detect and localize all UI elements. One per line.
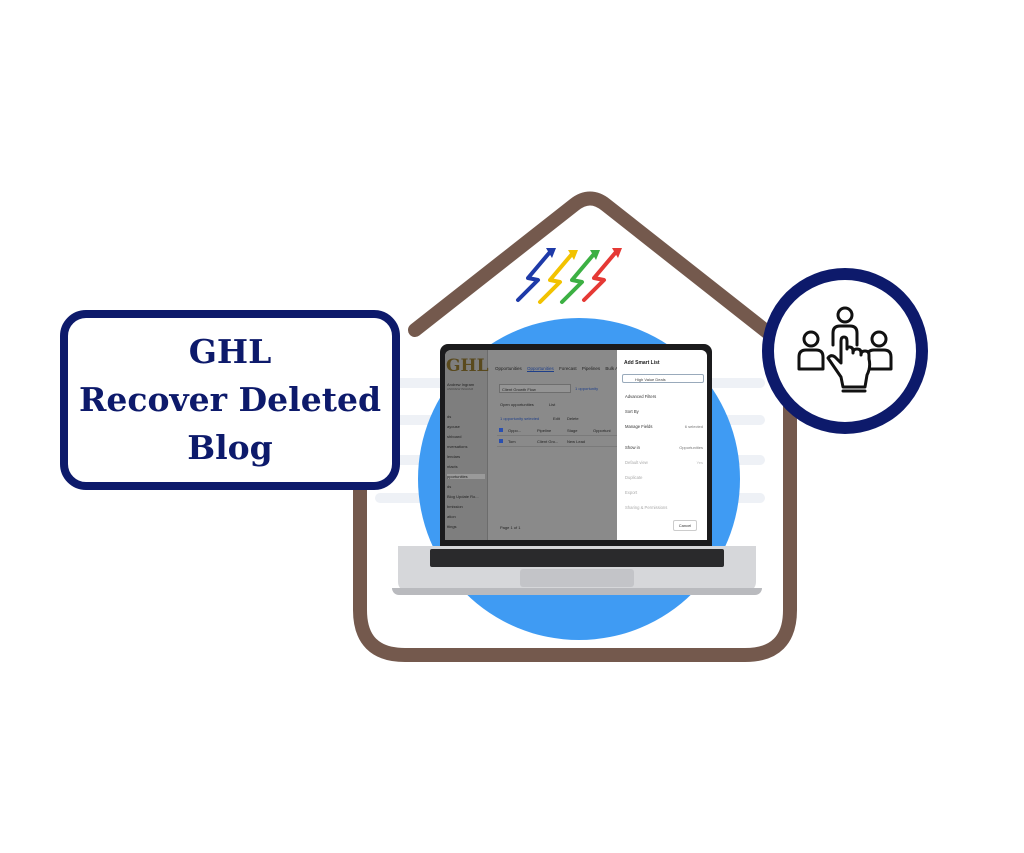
delete-link[interactable]: Delete <box>567 416 579 421</box>
duplicate-item[interactable]: Duplicate <box>625 475 643 480</box>
row-checkbox[interactable] <box>499 439 503 443</box>
show-in-item[interactable]: Show in <box>625 445 640 450</box>
header-checkbox[interactable] <box>499 428 503 432</box>
app-window: GHL Andrew Ingram ANDREW INGRAM ds ayous… <box>445 350 623 540</box>
growth-arrows-icon <box>516 248 622 304</box>
cell: Tom <box>508 439 516 444</box>
sidebar: GHL Andrew Ingram ANDREW INGRAM ds ayous… <box>445 350 489 540</box>
default-view-item[interactable]: Default view <box>625 460 648 465</box>
sharing-permissions-item[interactable]: Sharing & Permissions <box>625 505 668 510</box>
sort-by-item[interactable]: Sort By <box>625 409 639 414</box>
sidebar-item[interactable]: ttings <box>447 524 457 529</box>
panel-title: Add Smart List <box>624 360 660 366</box>
title-card: GHL Recover Deleted Blog <box>60 310 400 490</box>
smart-list-name-input[interactable]: High Value Deals <box>622 374 704 383</box>
account-name[interactable]: Andrew Ingram <box>447 382 475 387</box>
sidebar-item[interactable]: ds <box>447 414 452 419</box>
view-tab-list[interactable]: List <box>549 402 556 407</box>
title-line-2: Recover Deleted <box>78 380 382 419</box>
sidebar-item[interactable]: lendars <box>447 454 461 459</box>
table-row[interactable]: Tom Client Gro... New Lead <box>497 437 621 447</box>
pagination: Page 1 of 1 <box>500 525 521 530</box>
title-line-1: GHL <box>188 332 272 371</box>
default-view-value: Yes <box>696 460 703 465</box>
cancel-button[interactable]: Cancel <box>673 520 697 531</box>
edit-link[interactable]: Edit <box>553 416 560 421</box>
tab-bulk-actions[interactable]: Bulk A <box>605 366 619 371</box>
top-tabs: Opportunities Opportunities Forecast Pip… <box>495 366 622 372</box>
ghl-logo: GHL <box>446 356 489 376</box>
sidebar-item[interactable]: shboard <box>447 434 462 439</box>
manage-fields-value: 6 selected <box>684 424 703 429</box>
pipeline-select[interactable]: Client Growth Flow <box>499 384 571 393</box>
selection-text: 1 opportunity selected <box>500 416 540 421</box>
sidebar-item[interactable]: bmission <box>447 504 463 509</box>
show-in-value: Opportunities <box>679 445 703 450</box>
sidebar-item[interactable]: nversations <box>447 444 468 449</box>
sidebar-item[interactable]: ntacts <box>447 464 458 469</box>
laptop-trackpad <box>520 569 634 587</box>
col-header[interactable]: Oppo... <box>508 428 522 433</box>
cell: Client Gro... <box>537 439 559 444</box>
sidebar-item[interactable]: ation <box>447 514 456 519</box>
col-header[interactable]: Pipeline <box>537 428 552 433</box>
view-tab-open[interactable]: Open opportunities <box>500 402 534 407</box>
sidebar-item[interactable]: ayouse <box>447 424 460 429</box>
team-badge <box>762 268 928 434</box>
laptop-base-edge <box>392 588 762 595</box>
opportunity-count: 1 opportunity <box>575 386 599 391</box>
tab-opportunities-heading[interactable]: Opportunities <box>495 366 522 371</box>
advanced-filters-item[interactable]: Advanced Filters <box>625 394 657 399</box>
manage-fields-item[interactable]: Manage Fields <box>625 424 653 429</box>
cell: New Lead <box>567 439 586 444</box>
laptop-screen: GHL Andrew Ingram ANDREW INGRAM ds ayous… <box>445 350 707 540</box>
sidebar-item[interactable]: Blog Update Ro... <box>447 494 479 499</box>
add-smart-list-panel: Add Smart List High Value Deals Advanced… <box>617 350 707 540</box>
sidebar-item[interactable]: ds <box>447 484 452 489</box>
tab-forecast[interactable]: Forecast <box>559 366 577 371</box>
sidebar-item-opportunities[interactable]: pportunities <box>447 474 485 479</box>
title-line-3: Blog <box>187 428 273 467</box>
account-sub: ANDREW INGRAM <box>447 387 474 391</box>
col-header[interactable]: Stage <box>567 428 578 433</box>
export-item[interactable]: Export <box>625 490 638 495</box>
tab-pipelines[interactable]: Pipelines <box>581 366 601 371</box>
team-select-hand-icon <box>797 306 893 393</box>
tab-opportunities[interactable]: Opportunities <box>527 366 554 372</box>
table-header: Oppo... Pipeline Stage Opportuni <box>497 426 621 436</box>
laptop-keyboard <box>430 549 724 567</box>
col-header[interactable]: Opportuni <box>593 428 611 433</box>
